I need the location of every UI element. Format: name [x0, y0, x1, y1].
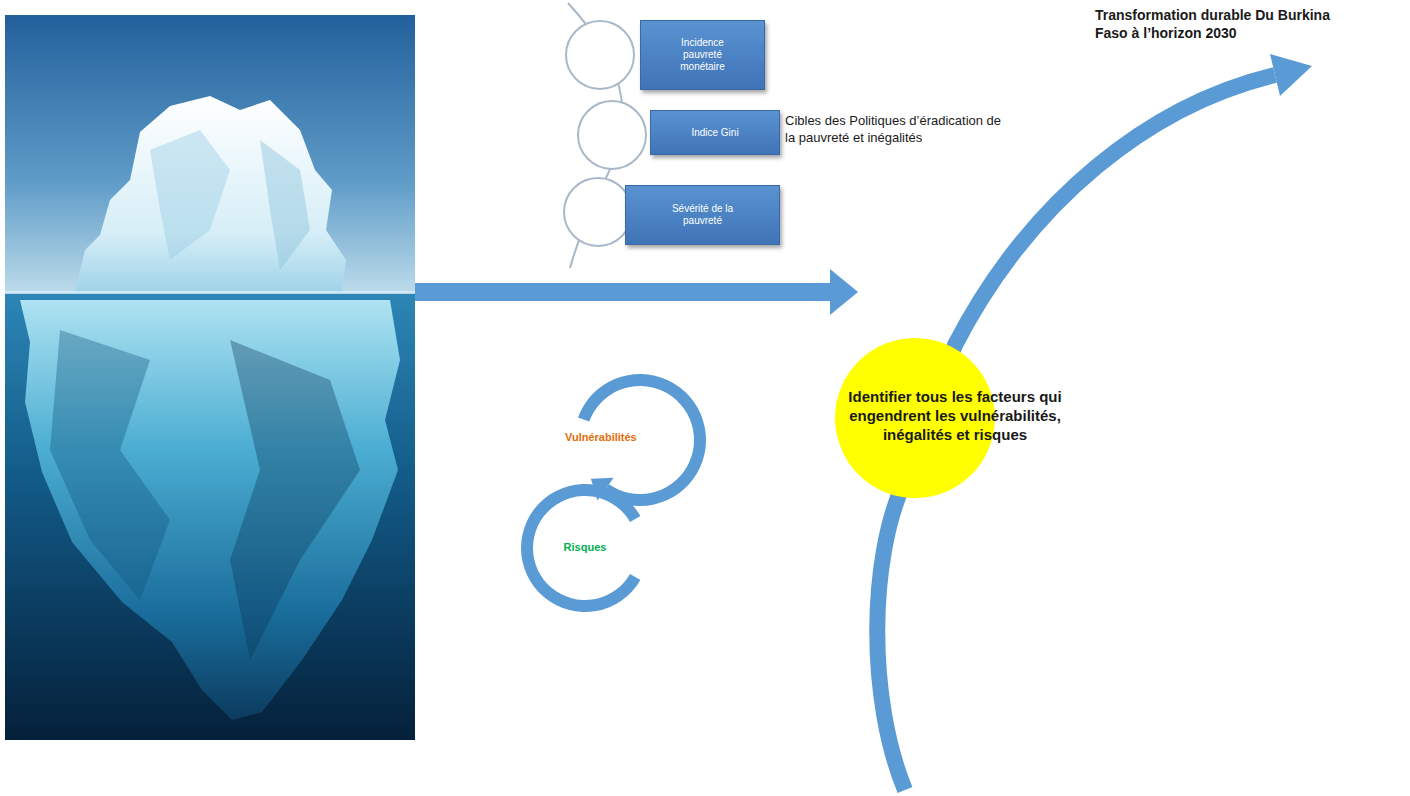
box-text: Incidence pauvreté monétaire	[663, 37, 742, 73]
box-text: Sévérité de la pauvreté	[661, 203, 744, 227]
indicator-box: Incidence pauvreté monétaire	[640, 20, 765, 90]
iceberg-picture	[5, 15, 415, 740]
note-label: Transformation durable Du Burkina Faso à…	[1095, 6, 1345, 42]
cycle-ring: Risques	[515, 478, 655, 618]
circle-text: Identifier tous les facteurs qui engendr…	[815, 388, 1095, 444]
focus-circle: Identifier tous les facteurs qui engendr…	[835, 338, 995, 498]
ring-text: Risques	[535, 541, 635, 555]
ring-text: Vulnérabilités	[565, 431, 655, 445]
note-label: Cibles des Politiques d’éradication de l…	[785, 113, 1013, 147]
ring-arc	[521, 484, 640, 612]
flow-arrow	[415, 269, 858, 315]
indicator-box: Indice Gini	[650, 110, 780, 155]
indicator-box: Sévérité de la pauvreté	[625, 185, 780, 245]
box-text: Indice Gini	[691, 127, 738, 139]
